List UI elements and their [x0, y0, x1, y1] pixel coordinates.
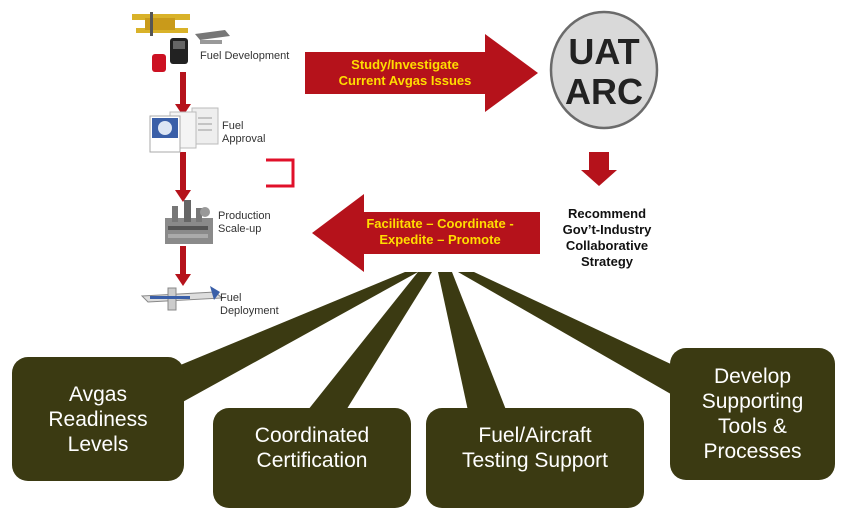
outcome-avgas-readiness-text: Avgas Readiness Levels: [48, 382, 148, 456]
connector-wedge-testing: [438, 272, 510, 420]
recommend-strategy-text: Recommend Gov’t-Industry Collaborative S…: [562, 206, 652, 269]
pipeline-step-label: Fuel Deployment: [220, 292, 279, 317]
outcome-box-coordinated-certification: [213, 408, 411, 508]
outcome-box-testing-support: [426, 408, 644, 508]
study-investigate-arrow: [305, 34, 538, 112]
outcome-supporting-tools-text: Develop Supporting Tools & Processes: [701, 365, 804, 463]
pipeline-arrow-1: [175, 72, 191, 116]
approval-documents-icon: [149, 107, 219, 153]
uat-arc-circle: [549, 10, 659, 130]
study-investigate-text: Study/Investigate Current Avgas Issues: [338, 57, 472, 88]
pipeline-arrow-3: [175, 246, 191, 286]
feedback-bracket: [266, 158, 295, 188]
connector-wedge-certification: [300, 272, 432, 420]
facilitate-arrow: [312, 194, 540, 272]
connector-wedge-tools: [458, 272, 705, 405]
refinery-icon: [165, 200, 213, 244]
pipeline-step-label: Fuel Approval: [222, 120, 266, 145]
arc-down-arrow: [581, 152, 617, 186]
aircraft-icon: [140, 286, 224, 311]
connector-wedge-avgas: [120, 272, 418, 420]
outcome-box-avgas-readiness: [12, 357, 184, 481]
uat-arc-label: UAT ARC: [565, 31, 643, 112]
pipeline-arrow-2: [175, 152, 191, 202]
facilitate-text: Facilitate – Coordinate - Expedite – Pro…: [366, 216, 514, 247]
outcome-coordinated-certification-text: Coordinated Certification: [254, 424, 370, 472]
airplane-and-fuel-icon: [132, 12, 230, 72]
pipeline-step-label: Production Scale-up: [218, 210, 271, 235]
outcome-box-supporting-tools: [670, 348, 835, 480]
pipeline-step-label: Fuel Development: [200, 50, 290, 62]
outcome-testing-support-text: Fuel/Aircraft Testing Support: [462, 424, 608, 472]
